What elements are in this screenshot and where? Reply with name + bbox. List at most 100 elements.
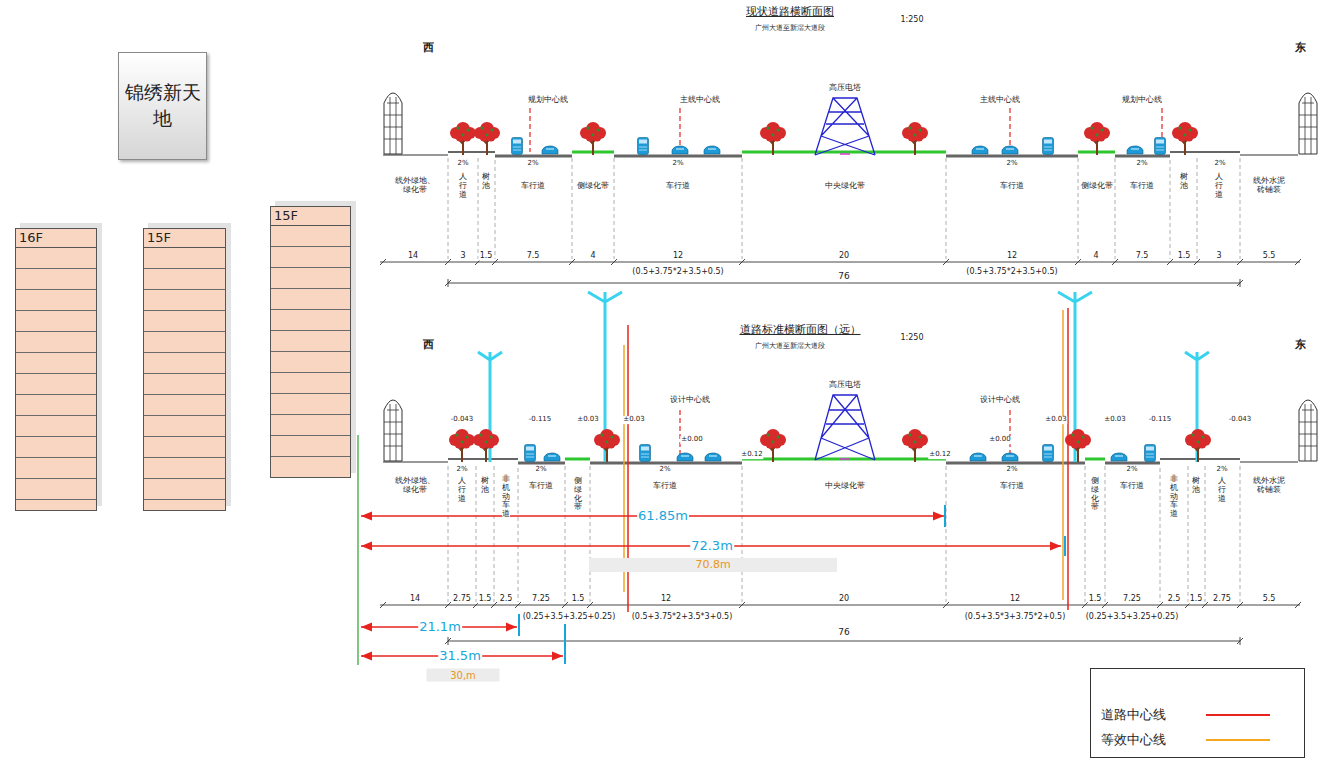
centerline-label: 规划中心线 (527, 96, 569, 105)
building-icons (384, 93, 1317, 461)
dimension-lines (380, 262, 1300, 263)
centerline-markers (1067, 308, 1069, 610)
existing-ground-line (495, 155, 1170, 158)
zone-label: 线外水泥砖铺装 (1251, 177, 1287, 195)
dimension-value: 7.5 (526, 252, 541, 261)
dimension-value: 7.25 (531, 595, 551, 604)
direction-label: 西 (422, 42, 435, 54)
trees (474, 122, 500, 155)
pylon-base (840, 154, 850, 459)
slope-label: 2% (658, 466, 671, 474)
zone-label: 树池 (482, 172, 490, 192)
slope-label: 2% (1005, 466, 1018, 474)
zone-label: 人行道 (1215, 172, 1223, 200)
slope-label: 2% (1125, 466, 1138, 474)
dimension-value: 14 (409, 595, 421, 604)
dimension-value: 20 (838, 252, 850, 261)
scale-text: 1:250 (899, 16, 924, 25)
section-subtitle: 广州大道至新滘大道段 (754, 343, 826, 351)
zone-label: 树池 (1180, 172, 1188, 192)
dimension-value: 2.5 (1167, 595, 1182, 604)
dimension-value: 2.75 (1212, 595, 1232, 604)
dimension-value: 20 (838, 595, 850, 604)
zone-label: 中央绿化带 (824, 482, 866, 491)
dimension-value: 1.5 (479, 252, 494, 261)
zone-label: 车行道 (999, 482, 1025, 491)
legend-line-sample (1206, 714, 1270, 716)
dimension-value: 7.25 (1122, 595, 1142, 604)
vehicles (542, 146, 558, 154)
slope-label: 2% (1215, 466, 1228, 474)
elevation-label: ±0.03 (576, 416, 599, 424)
floor-count: 15F (271, 207, 350, 226)
building-icons (1299, 93, 1317, 154)
centerline-dashes (530, 108, 1162, 152)
dimension-value: 1.5 (478, 595, 493, 604)
dimension-lines (380, 259, 1301, 645)
dimension-value: 14 (407, 252, 419, 261)
dimension-value: 1.5 (1189, 595, 1204, 604)
centerline-label: 设计中心线 (669, 396, 711, 405)
zone-label: 人行道 (1218, 476, 1226, 504)
direction-label: 东 (1294, 339, 1307, 351)
elevation-label: ±0.00 (680, 436, 703, 444)
centerline-dashes (530, 108, 1162, 460)
dimension-extension-lines (448, 158, 1240, 602)
legend-entry: 道路中心线 (1091, 705, 1304, 725)
vehicles (638, 138, 649, 155)
trees (450, 122, 476, 155)
slope-label: 2% (1005, 160, 1018, 168)
dimension-value: 12 (660, 595, 672, 604)
zone-label: 车行道 (1129, 182, 1155, 191)
place-name-box: 锦绣新天地 (118, 52, 207, 160)
elevation-label: -0.043 (1228, 416, 1253, 424)
existing-ground-line (448, 151, 1240, 153)
slope-label: 2% (456, 160, 469, 168)
trees (1172, 122, 1198, 155)
legend-box: 道路中心线等效中心线 (1090, 668, 1305, 758)
zone-label: 车行道 (1119, 482, 1145, 491)
dimension-value: 1.5 (571, 595, 586, 604)
place-name: 锦绣新天地 (121, 80, 204, 131)
centerline-markers (358, 308, 1068, 665)
trees (1084, 122, 1110, 155)
street-lamps (588, 292, 622, 462)
distance-arrows (361, 516, 1061, 656)
elevation-label: ±0.03 (622, 416, 645, 424)
elevation-label: ±0.03 (1044, 416, 1067, 424)
zone-label: 非机动车道 (502, 474, 510, 520)
vehicles (1155, 138, 1166, 155)
street-lamps (478, 292, 1209, 462)
floor-count: 15F (144, 229, 225, 248)
vehicles (970, 453, 986, 461)
direction-label: 西 (422, 339, 435, 351)
dimension-value: 4 (1092, 252, 1099, 261)
trees (449, 122, 1211, 462)
dimension-value: 5.5 (1262, 595, 1277, 604)
distance-value: 31.5m (438, 649, 482, 663)
trees (594, 429, 620, 462)
direction-label: 东 (1294, 42, 1307, 54)
pylon-label: 高压电塔 (828, 381, 862, 390)
vehicles (544, 453, 560, 461)
distance-note: 70.8m (589, 558, 837, 572)
zone-label: 侧绿化带 (1080, 182, 1114, 191)
centerline-markers (623, 345, 625, 592)
elevation-label: -0.043 (450, 416, 475, 424)
zone-label: 人行道 (458, 476, 466, 504)
zone-label: 树池 (481, 476, 489, 496)
dimension-formula: (0.5+3.75*2+3.5+0.5) (631, 268, 724, 277)
distance-value: 72.3m (690, 539, 734, 553)
dimension-total: 76 (837, 272, 850, 282)
distance-end-ticks (519, 505, 1065, 664)
building-icons (384, 400, 402, 461)
legend-line-sample (1205, 730, 1271, 750)
centerline-label: 设计中心线 (979, 396, 1021, 405)
zone-label: 线外绿地、绿化带 (393, 477, 437, 495)
pylon-symbols (815, 98, 875, 460)
slope-label: 2% (671, 160, 684, 168)
vehicles (677, 453, 693, 461)
elevation-label: -0.115 (1148, 416, 1173, 424)
dimension-value: 7.5 (1135, 252, 1150, 261)
vehicles (1002, 146, 1018, 154)
